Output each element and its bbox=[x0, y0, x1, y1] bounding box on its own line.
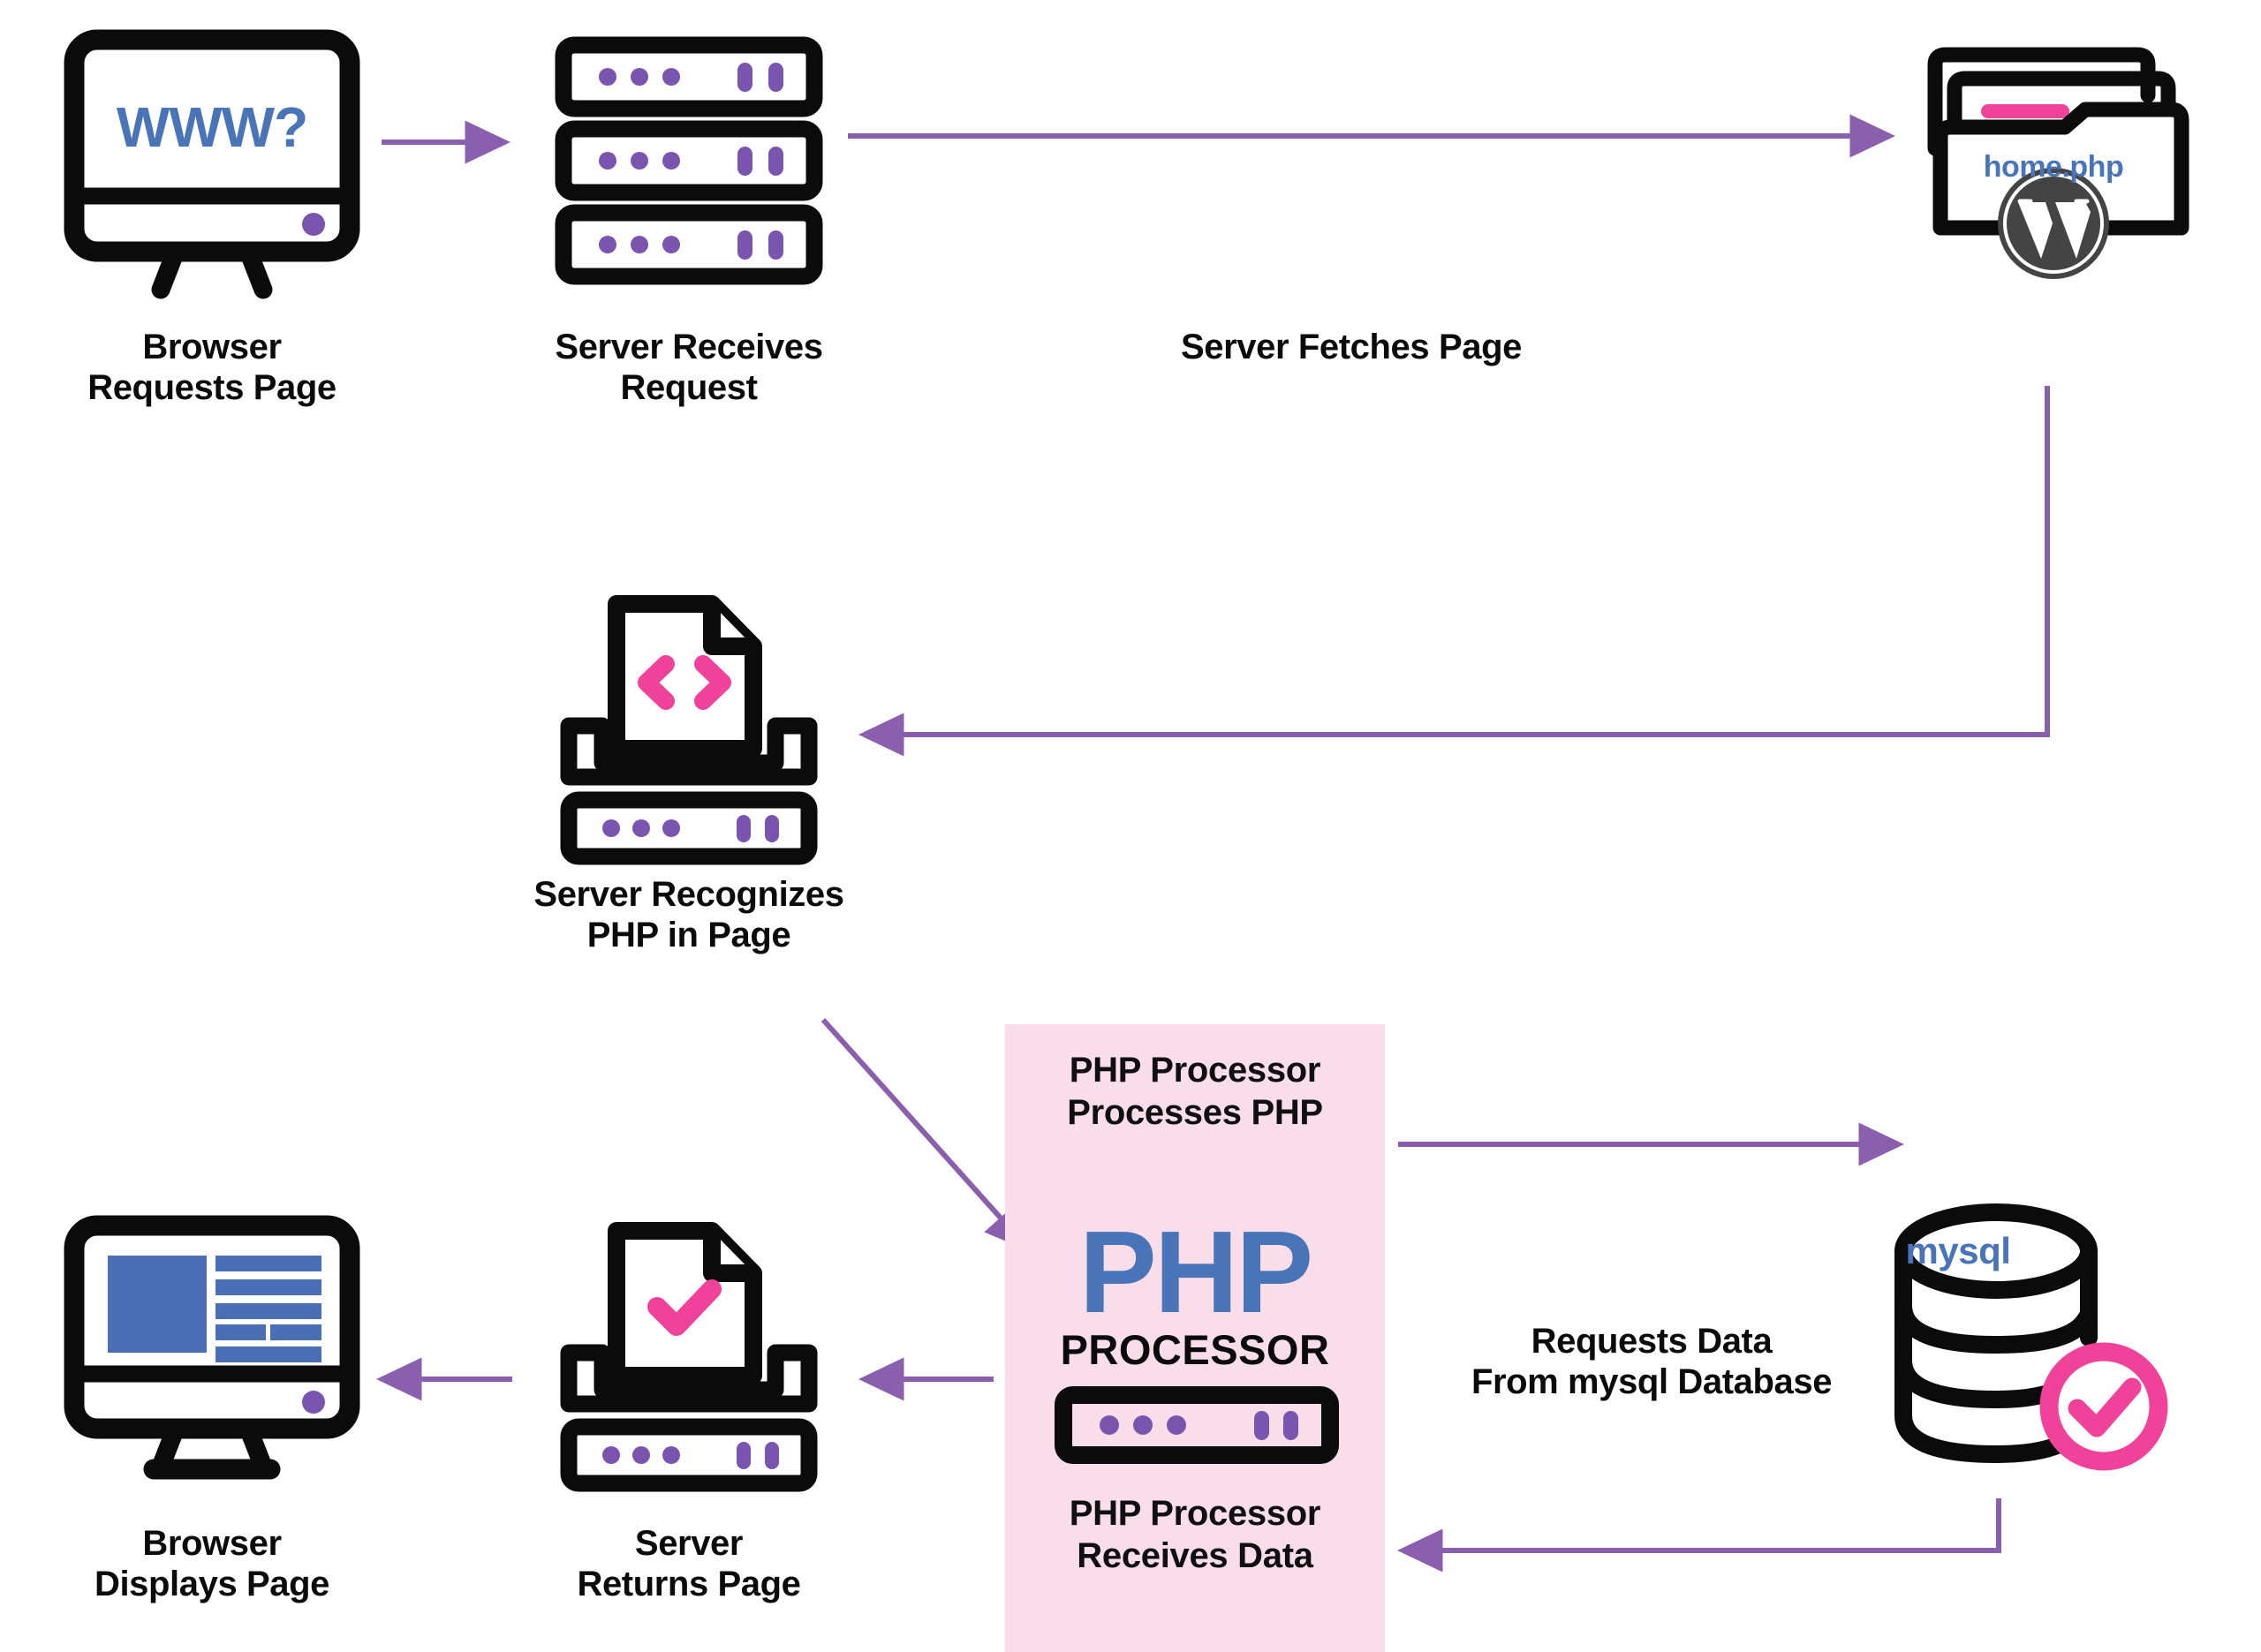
php-processor-subtitle: PROCESSOR bbox=[1060, 1326, 1330, 1373]
php-logo-text: PHP bbox=[1078, 1207, 1313, 1337]
home-php-text: home.php bbox=[1983, 150, 2124, 184]
php-processor-panel: PHP Processor Processes PHP PHP PROCESSO… bbox=[1005, 1024, 1385, 1652]
caption-server-fetches: Server Fetches Page bbox=[1181, 328, 1522, 366]
server-rack-icon bbox=[555, 36, 823, 285]
caption-php-receives: PHP Processor Receives Data bbox=[1069, 1494, 1321, 1575]
arrow-recognizes-to-php bbox=[820, 1017, 1032, 1252]
caption-server-returns: Server Returns Page bbox=[577, 1524, 801, 1604]
caption-php-processes: PHP Processor Processes PHP bbox=[1067, 1051, 1323, 1132]
caption-browser-request: Browser Requests Page bbox=[87, 328, 337, 408]
arrow-wordpress-to-recognizes bbox=[858, 386, 2050, 757]
database-cylinder-check-icon bbox=[1894, 1203, 2168, 1471]
mysql-text: mysql bbox=[1905, 1230, 2011, 1271]
monitor-led-icon bbox=[302, 1391, 325, 1414]
code-bracket-right-icon bbox=[694, 655, 731, 710]
monitor-led-icon bbox=[302, 213, 325, 236]
wordpress-logo-icon bbox=[1998, 168, 2109, 279]
server-check-document-icon bbox=[560, 1222, 818, 1492]
desktop-monitor-icon bbox=[64, 29, 360, 299]
folder-pink-bar-icon bbox=[1981, 104, 2069, 118]
page-text-line bbox=[216, 1346, 321, 1362]
node-server-receives bbox=[555, 36, 823, 285]
caption-server-recognizes: Server Recognizes PHP in Page bbox=[533, 875, 844, 955]
node-mysql-database: mysql bbox=[1890, 1196, 2182, 1488]
node-browser-request: WWW? bbox=[62, 29, 362, 299]
page-text-line bbox=[216, 1324, 266, 1340]
server-unit-icon bbox=[1055, 1386, 1339, 1464]
node-browser-displays bbox=[62, 1215, 362, 1482]
page-text-line bbox=[216, 1256, 321, 1271]
page-text-line bbox=[216, 1303, 321, 1319]
node-server-recognizes bbox=[548, 590, 830, 865]
code-bracket-left-icon bbox=[638, 655, 675, 710]
page-text-line bbox=[216, 1279, 321, 1295]
caption-server-receives: Server Receives Request bbox=[555, 328, 823, 408]
check-mark-icon bbox=[647, 1279, 722, 1336]
caption-browser-displays: Browser Displays Page bbox=[94, 1524, 330, 1604]
desktop-monitor-page-icon bbox=[64, 1215, 360, 1480]
page-text-line bbox=[270, 1324, 321, 1340]
caption-requests-data: Requests Data From mysql Database bbox=[1471, 1322, 1833, 1402]
page-image-block bbox=[108, 1256, 207, 1353]
folder-stack-wordpress-icon bbox=[1927, 47, 2189, 279]
arrow-mysql-to-php bbox=[1396, 1498, 2001, 1573]
check-circle-icon bbox=[2039, 1342, 2168, 1471]
server-code-document-icon bbox=[560, 595, 818, 865]
node-server-returns bbox=[548, 1217, 830, 1492]
www-text: WWW? bbox=[116, 95, 308, 159]
node-wordpress-folder: home.php bbox=[1921, 42, 2189, 298]
